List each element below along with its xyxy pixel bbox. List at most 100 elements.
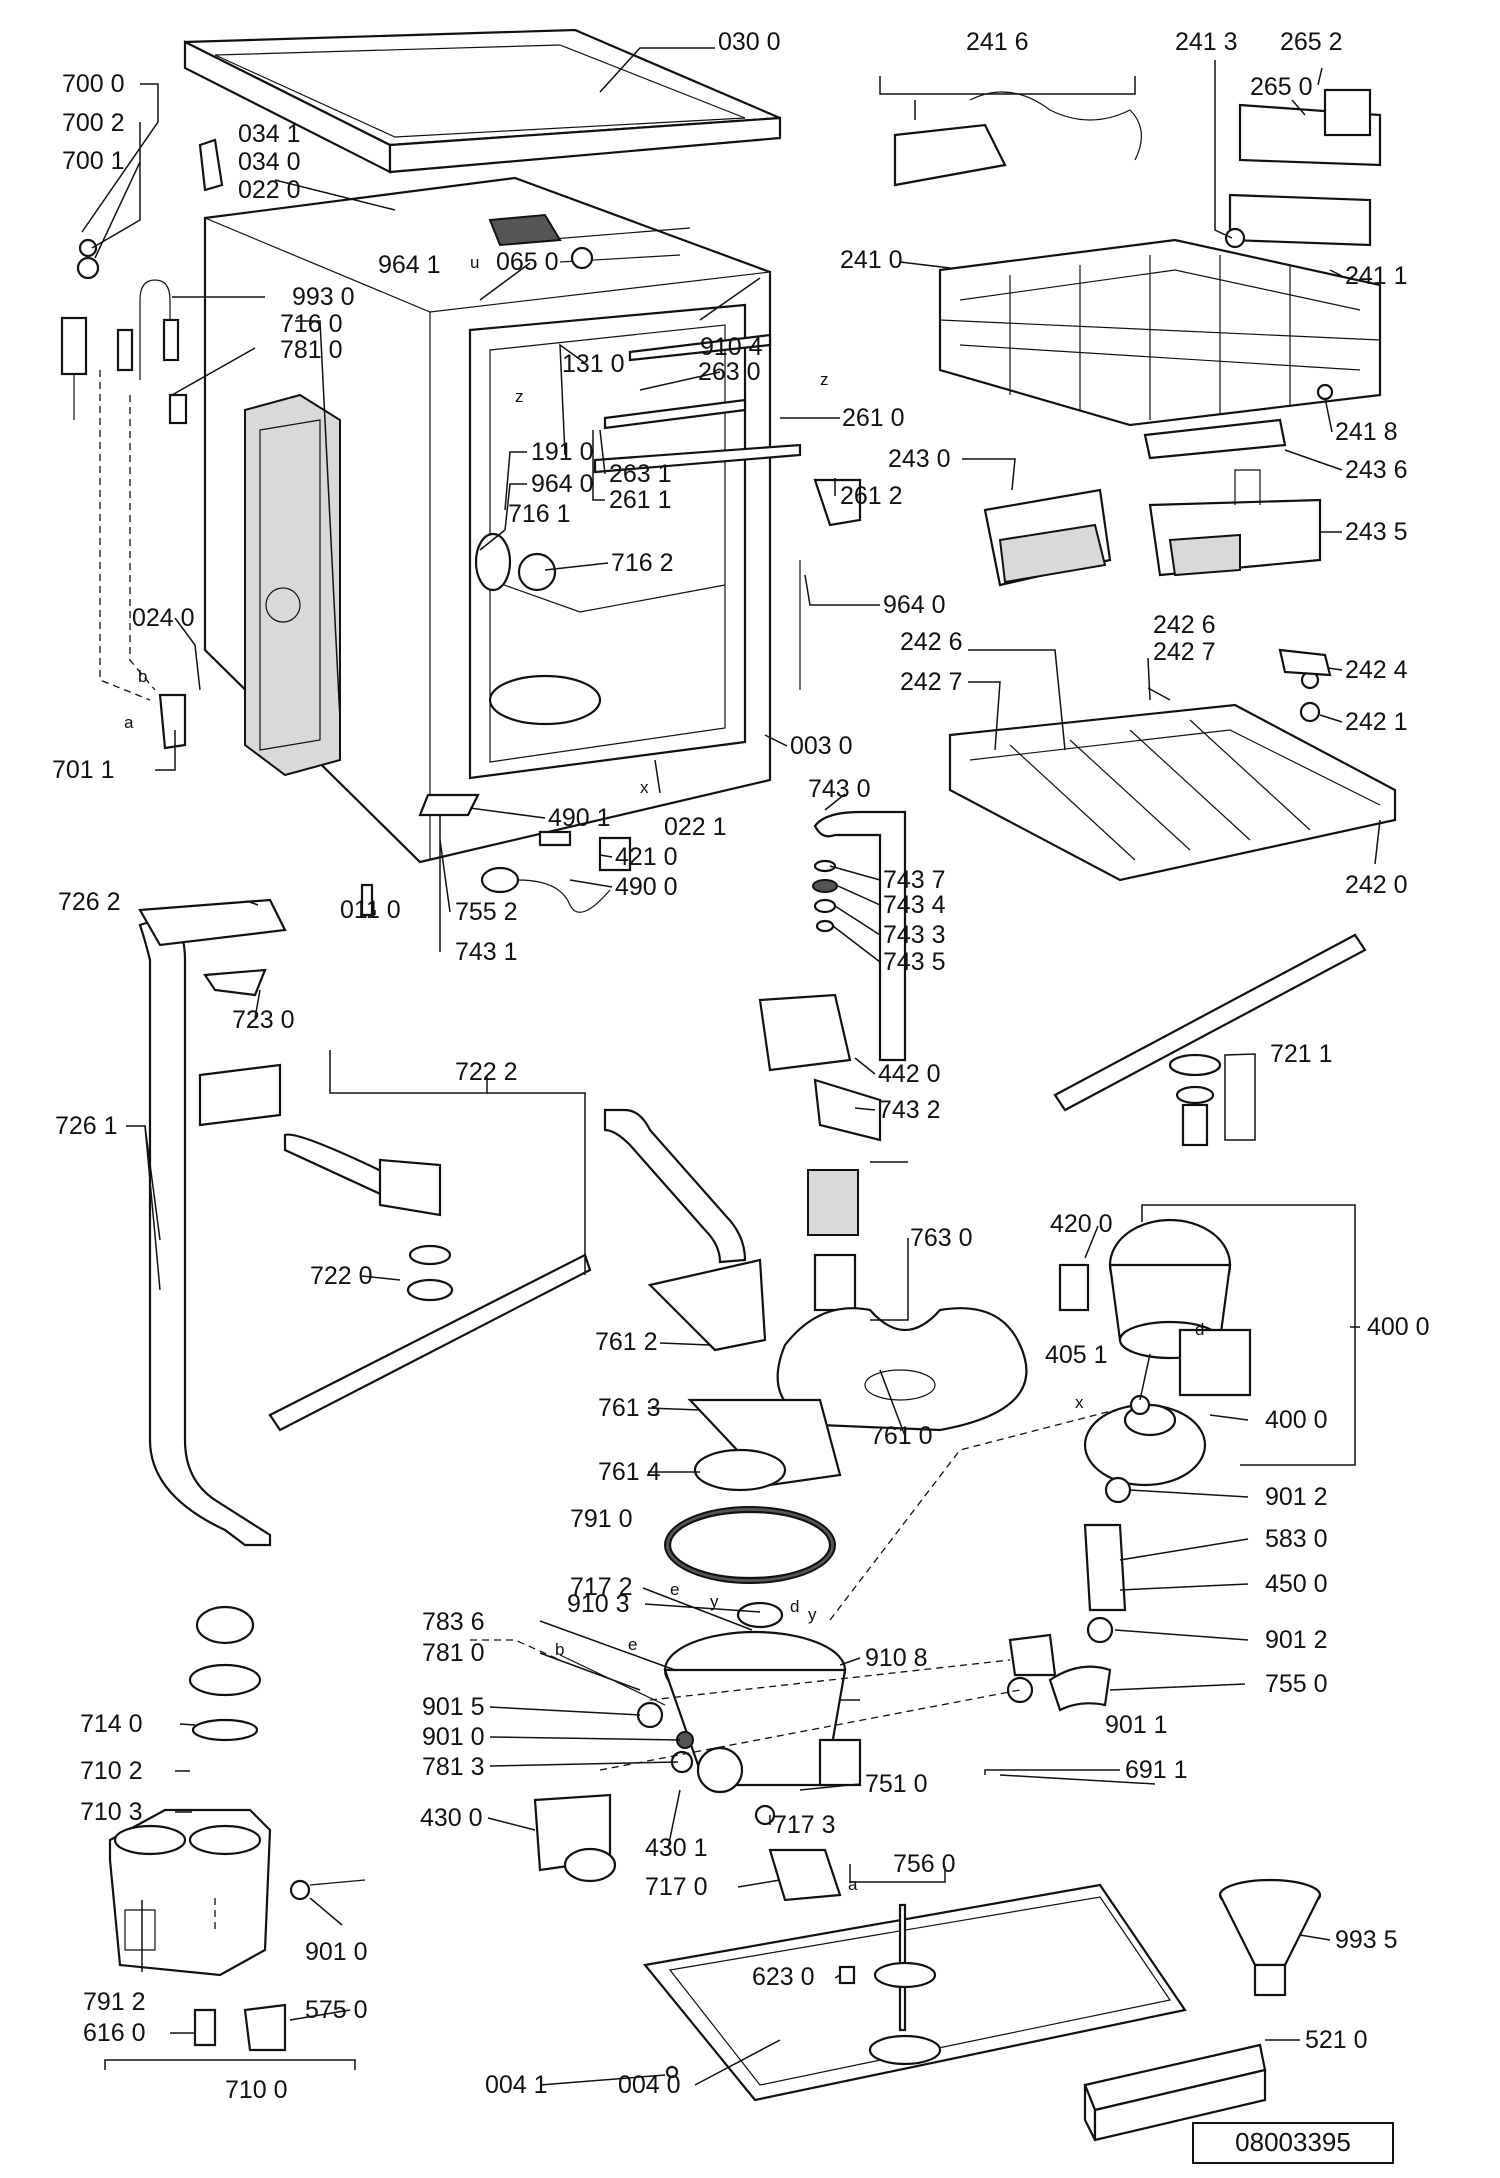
part-number-label: 743 5 (883, 948, 946, 976)
part-number-label: 751 0 (865, 1770, 928, 1798)
part-number-label: 430 0 (420, 1804, 483, 1832)
part-number-label: 710 3 (80, 1798, 143, 1826)
part-number-label: 761 0 (870, 1422, 933, 1450)
part-number-label: 242 6 (900, 628, 963, 656)
part-number-label: 717 0 (645, 1873, 708, 1901)
part-number-label: 521 0 (1305, 2026, 1368, 2054)
part-number-label: 761 4 (598, 1458, 661, 1486)
leader-lines (81, 47, 1381, 2086)
part-number-label: 901 0 (422, 1723, 485, 1751)
part-number-label: 743 2 (878, 1096, 941, 1124)
part-number-label: 717 2 (570, 1573, 633, 1601)
part-number-label: 781 0 (422, 1639, 485, 1667)
cutlery-basket-part (983, 418, 1322, 587)
base-tray-part (642, 1883, 1187, 2102)
part-number-label: 420 0 (1050, 1210, 1113, 1238)
part-number-label: 726 1 (55, 1112, 118, 1140)
part-number-label: 004 0 (618, 2071, 681, 2099)
control-panel-part (1083, 2043, 1267, 2142)
circulation-tube-part (138, 898, 592, 1547)
part-number-label: 910 4 (700, 333, 763, 361)
part-number-label: 004 1 (485, 2071, 548, 2099)
part-number-label: 583 0 (1265, 1525, 1328, 1553)
part-number-label: 993 0 (292, 283, 355, 311)
part-number-label: 700 0 (62, 70, 125, 98)
part-number-label: 263 0 (698, 358, 761, 386)
wash-pump-part (1006, 1218, 1252, 1712)
part-number-label: 421 0 (615, 843, 678, 871)
part-number-label: 701 1 (52, 756, 115, 784)
part-number-label: 901 2 (1265, 1483, 1328, 1511)
document-number: 08003395 (1235, 2127, 1351, 2157)
part-number-label: 241 3 (1175, 28, 1238, 56)
part-number-label: 791 0 (570, 1505, 633, 1533)
assembly-letter: a (848, 1875, 858, 1894)
part-number-label: 261 2 (840, 482, 903, 510)
part-number-label: 065 0 (496, 248, 559, 276)
cabinet-frame-part (203, 176, 772, 864)
assembly-letter: z (820, 370, 829, 389)
part-number-label: 716 0 (280, 310, 343, 338)
part-number-label: 243 5 (1345, 518, 1408, 546)
part-number-label: 993 5 (1335, 1926, 1398, 1954)
part-number-label: 722 2 (455, 1058, 518, 1086)
upper-spray-arm-part (1053, 933, 1367, 1147)
side-rail-part (593, 333, 862, 690)
part-number-label: 743 3 (883, 921, 946, 949)
part-number-label: 781 0 (280, 336, 343, 364)
part-number-label: 261 1 (609, 486, 672, 514)
assembly-letter: z (515, 387, 524, 406)
part-number-label: 242 7 (900, 668, 963, 696)
part-number-label: 242 1 (1345, 708, 1408, 736)
part-number-label: 241 1 (1345, 262, 1408, 290)
part-number-label: 726 2 (58, 888, 121, 916)
part-number-label: 714 0 (80, 1710, 143, 1738)
part-number-label: 490 0 (615, 873, 678, 901)
part-number-label: 022 1 (664, 813, 727, 841)
assembly-letter: y (808, 1605, 817, 1624)
part-number-label: 901 0 (305, 1938, 368, 1966)
part-number-label: 710 0 (225, 2076, 288, 2104)
part-number-label: 034 1 (238, 120, 301, 148)
middle-hose-part (603, 1108, 747, 1264)
part-number-label: 242 6 (1153, 611, 1216, 639)
part-number-label: 721 1 (1270, 1040, 1333, 1068)
part-number-label: 034 0 (238, 148, 301, 176)
part-number-label: 024 0 (132, 604, 195, 632)
part-number-label: 242 0 (1345, 871, 1408, 899)
part-number-label: 022 0 (238, 176, 301, 204)
part-number-label: 781 3 (422, 1753, 485, 1781)
assembly-letter: d (1195, 1320, 1204, 1339)
part-number-label: 716 2 (611, 549, 674, 577)
spray-tube-part (758, 810, 907, 1142)
part-number-label: 430 1 (645, 1834, 708, 1862)
drain-pump-part (533, 1793, 617, 1883)
part-number-label: 242 7 (1153, 638, 1216, 666)
upper-basket-part (893, 88, 1382, 427)
part-number-label: 755 2 (455, 898, 518, 926)
part-number-label: 743 4 (883, 891, 946, 919)
part-number-label: 030 0 (718, 28, 781, 56)
part-number-label: 241 0 (840, 246, 903, 274)
part-number-label: 241 6 (966, 28, 1029, 56)
part-number-label: 131 0 (562, 350, 625, 378)
part-number-label: 783 6 (422, 1608, 485, 1636)
assembly-letter: y (710, 1592, 719, 1611)
part-number-label: 265 0 (1250, 73, 1313, 101)
worktop-lid-part (183, 28, 782, 174)
part-number-label: 761 3 (598, 1394, 661, 1422)
part-number-label: 964 1 (378, 251, 441, 279)
assembly-letter: e (670, 1580, 679, 1599)
part-number-label: 755 0 (1265, 1670, 1328, 1698)
part-number-label: 003 0 (790, 732, 853, 760)
part-number-label: 901 1 (1105, 1711, 1168, 1739)
assembly-letter: u (470, 253, 479, 272)
assembly-letter: a (124, 713, 134, 732)
part-number-label: 964 0 (883, 591, 946, 619)
lower-basket-part (948, 648, 1397, 882)
assembly-letter: b (138, 667, 147, 686)
part-number-label: 400 0 (1265, 1406, 1328, 1434)
part-number-label: 243 0 (888, 445, 951, 473)
